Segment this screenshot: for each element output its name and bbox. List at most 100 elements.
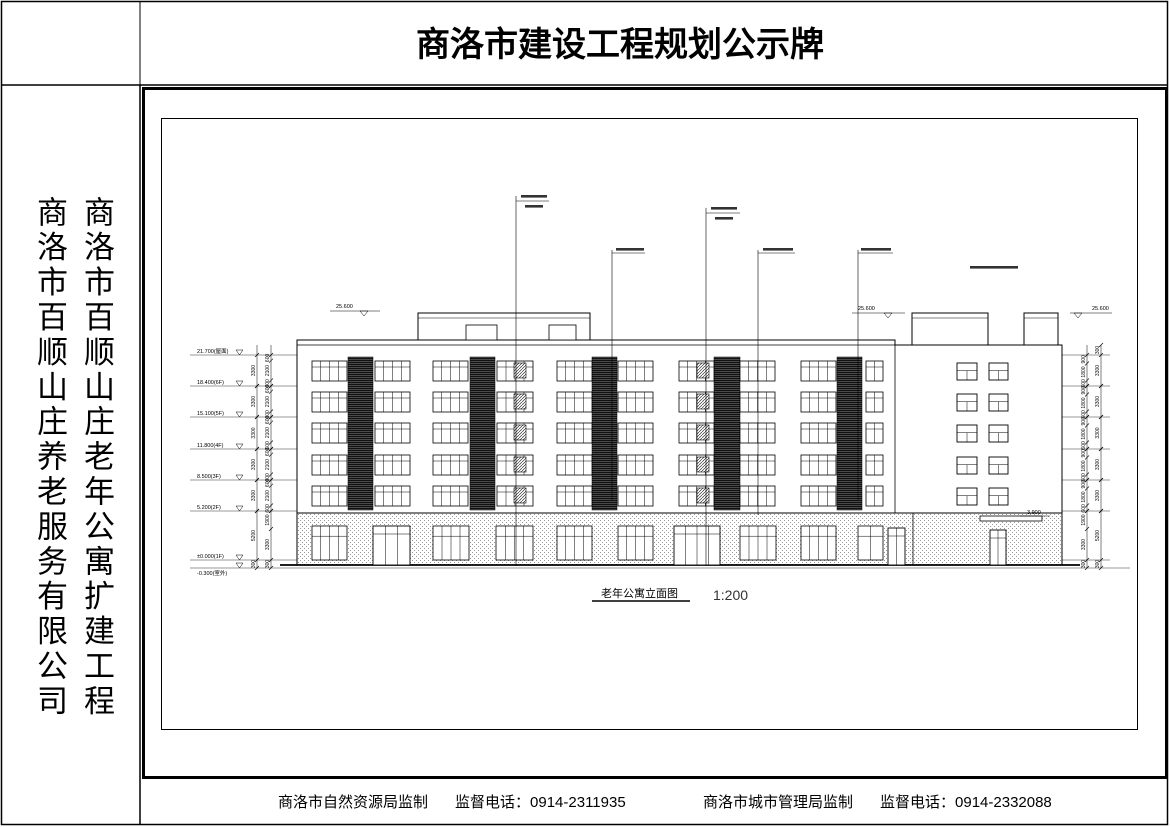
ground-window <box>739 525 777 561</box>
dimension-tick <box>268 352 274 358</box>
annotation-text-mark <box>715 217 733 220</box>
window <box>865 485 884 507</box>
ground-window <box>617 525 654 561</box>
dimension-tick <box>1084 472 1090 477</box>
window <box>739 485 776 507</box>
dimension-label: 600 <box>1081 410 1087 419</box>
window <box>374 391 411 413</box>
dimension-tick <box>1084 526 1090 532</box>
dimension-label: 3300 <box>1095 459 1101 470</box>
louver-panel <box>696 424 710 441</box>
window-east <box>956 456 978 475</box>
dimension-tick <box>268 472 274 477</box>
louver-panel <box>513 362 527 379</box>
window <box>374 485 411 507</box>
dimension-tick <box>268 420 274 425</box>
ground-floor-cladding-east <box>913 513 1062 565</box>
window <box>739 454 776 476</box>
louver-panel <box>696 393 710 410</box>
dimension-label: 900 <box>1081 386 1087 395</box>
ground-window <box>556 525 593 561</box>
window <box>432 485 469 507</box>
dimension-tick <box>1084 557 1090 563</box>
level-marker <box>235 554 244 561</box>
dimension-label: 1800 <box>1081 366 1087 377</box>
window <box>311 454 348 476</box>
ground-window <box>800 525 837 561</box>
window <box>865 391 884 413</box>
canopy-level-label: 3.900 <box>1027 510 1041 516</box>
dimension-tick <box>1084 446 1090 452</box>
window <box>617 485 654 507</box>
dimension-tick <box>1098 477 1104 483</box>
drawing-frame <box>161 118 1138 730</box>
dimension-tick <box>254 414 260 420</box>
dimension-tick <box>268 526 274 532</box>
window <box>800 360 837 382</box>
level-marker <box>235 443 244 450</box>
dimension-label: 600 <box>265 410 271 419</box>
footer-left-phone: 监督电话：0914-2311935 <box>455 792 626 812</box>
level-label: 15.100(5F) <box>197 411 224 417</box>
dimension-label: 300 <box>251 560 257 569</box>
dimension-label: 3300 <box>251 490 257 501</box>
dimension-tick <box>1098 383 1104 389</box>
dimension-label: 600 <box>265 416 271 425</box>
window-east <box>988 424 1009 443</box>
window <box>556 391 593 413</box>
footer-left-phone-label: 监督电话： <box>455 793 531 811</box>
dimension-tick <box>254 446 260 452</box>
dimension-label: 900 <box>1081 355 1087 364</box>
footer-left-issuer: 商洛市自然资源局监制 <box>278 793 429 811</box>
dimension-label: 2100 <box>265 427 271 438</box>
drawing-scale: 1:200 <box>713 587 748 603</box>
window <box>311 422 348 444</box>
dimension-tick <box>1084 352 1090 358</box>
louver-panel <box>513 393 527 410</box>
dimension-tick <box>268 446 274 452</box>
dimension-label: 300 <box>1081 560 1087 569</box>
dimension-label: 1900 <box>1081 514 1087 525</box>
entrance-door <box>989 529 1007 566</box>
dimension-tick <box>268 508 274 514</box>
dimension-tick <box>1098 446 1104 452</box>
window-east <box>988 456 1009 475</box>
louver-panel <box>696 456 710 473</box>
dimension-label: 5200 <box>251 530 257 541</box>
dimension-label: 300 <box>265 560 271 569</box>
dimension-tick <box>1098 352 1104 358</box>
dimension-label: 3300 <box>251 396 257 407</box>
dimension-tick <box>1098 342 1104 348</box>
dimension-label: 600 <box>1081 441 1087 450</box>
roof-level-marker-middle <box>883 312 893 319</box>
window-east <box>988 362 1009 381</box>
dimension-tick <box>268 358 274 363</box>
door-frame <box>372 525 411 566</box>
window-east <box>956 487 978 506</box>
dimension-label: 300 <box>1095 346 1101 355</box>
window <box>311 360 348 382</box>
window <box>800 422 837 444</box>
level-label: 8.500(3F) <box>197 474 221 480</box>
stair-glazing-strip <box>469 356 496 511</box>
footer-left-phone-number: 0914-2311935 <box>530 794 626 811</box>
annotation-text-mark <box>861 248 891 251</box>
window <box>556 360 593 382</box>
dimension-tick <box>1084 383 1090 389</box>
dimension-label: 900 <box>1081 449 1087 458</box>
dimension-label: 300 <box>1095 560 1101 569</box>
window-east <box>956 393 978 412</box>
dimension-tick <box>268 414 274 420</box>
window-east <box>988 487 1009 506</box>
dimension-label: 3300 <box>1081 539 1087 550</box>
drawing-caption: 老年公寓立面图 1:200 <box>592 586 748 603</box>
dimension-label: 1800 <box>1081 491 1087 502</box>
level-label: 21.700(屋面) <box>197 348 229 355</box>
project-name: 商洛市百顺山庄老年公寓扩建工程 <box>78 196 114 720</box>
dimension-tick <box>268 389 274 394</box>
dimension-tick <box>254 352 260 358</box>
window <box>556 454 593 476</box>
dimension-tick <box>268 503 274 508</box>
dimension-label: 2100 <box>265 396 271 407</box>
